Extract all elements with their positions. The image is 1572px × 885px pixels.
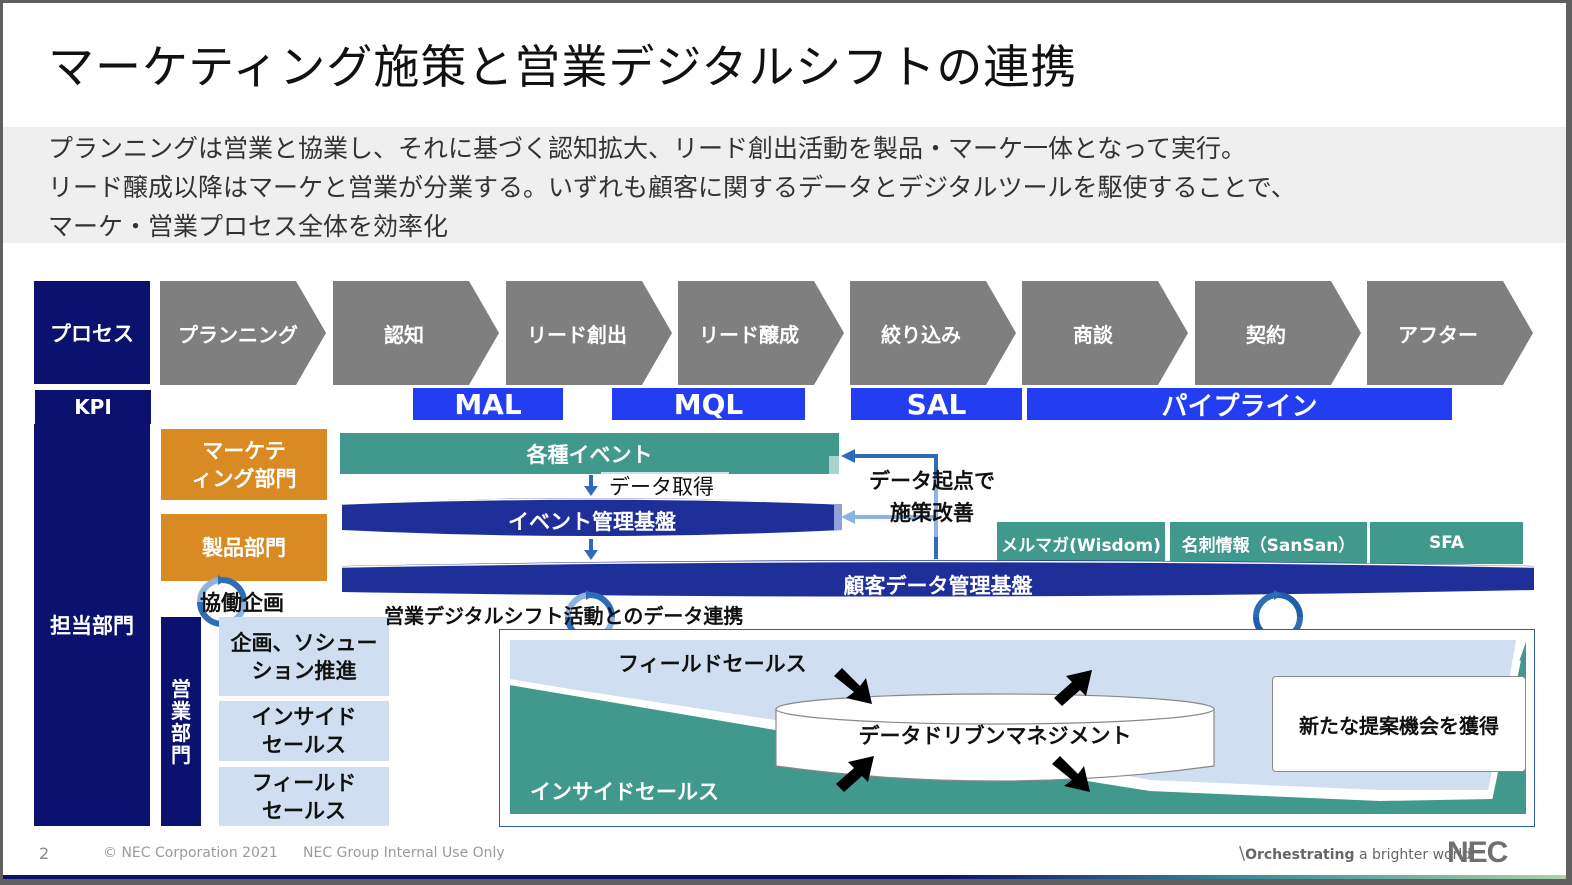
slide-title: マーケティング施策と営業デジタルシフトの連携 [48, 40, 1078, 94]
kpi-mql: MQL [612, 388, 805, 421]
collab-planning-label: 協働企画 [200, 591, 284, 615]
copyright: © NEC Corporation 2021 [103, 845, 278, 861]
chevron-shape [1195, 281, 1361, 385]
dept-marketing: マーケテ ィング部門 [161, 429, 327, 500]
process-step-3: リード創出 [506, 281, 672, 385]
events-bar-edge [829, 456, 839, 474]
process-step-label: プランニング [178, 322, 298, 347]
process-step-label: リード醸成 [699, 322, 799, 347]
process-step-6: 商談 [1022, 281, 1188, 385]
process-step-5: 絞り込み [850, 281, 1016, 385]
feedback-label: データ起点で 施策改善 [869, 465, 995, 527]
sales-team-line: ション推進 [251, 658, 357, 683]
event-platform-disc [341, 498, 843, 536]
dept-sales-char: 門 [171, 742, 191, 767]
tool-business-cards: 名刺情報（SanSan） [1170, 522, 1367, 564]
tagline-bold: Orchestrating [1245, 847, 1355, 863]
process-step-label: リード創出 [527, 322, 627, 347]
dept-sales: 営 業 部 門 [161, 617, 201, 826]
events-bar: 各種イベント [340, 433, 839, 474]
process-step-label: 商談 [1073, 322, 1113, 347]
data-acquire-box [601, 472, 729, 499]
data-acquire-label: データ取得 [609, 475, 714, 499]
sales-panel: フィールドセールス インサイドセールス データドリブンマネジメント 新たな提案機… [499, 629, 1535, 827]
down-arrow-icon [584, 475, 598, 496]
page-number: 2 [39, 844, 50, 863]
sales-team-line: セールス [262, 798, 346, 823]
sales-data-link-label: 営業デジタルシフト活動とのデータ連携 [384, 604, 744, 628]
process-step-label: 絞り込み [881, 322, 961, 347]
new-opportunity-box: 新たな提案機会を獲得 [1272, 676, 1526, 772]
process-step-8: アフター [1367, 281, 1533, 385]
feedback-label-line2: 施策改善 [890, 501, 974, 525]
arrow-in-icon [834, 668, 872, 704]
customer-platform-disc [341, 560, 1535, 597]
chevron-shape [506, 281, 672, 385]
sales-team-line: インサイド [251, 705, 357, 729]
chevron-shape [1367, 281, 1533, 385]
process-step-label: 契約 [1246, 322, 1286, 347]
lead-line: リード醸成以降はマーケと営業が分業する。いずれも顧客に関するデータとデジタルツー… [48, 173, 1296, 202]
lead-line: マーケ・営業プロセス全体を効率化 [48, 212, 449, 241]
chevron-shape [1022, 281, 1188, 385]
arrow-out-icon [1054, 670, 1092, 706]
dept-product: 製品部門 [161, 514, 327, 581]
customer-platform-label: 顧客データ管理基盤 [843, 574, 1033, 598]
tagline: \Orchestrating a brighter world [1239, 843, 1472, 864]
feedback-label-line1: データ起点で [869, 469, 995, 493]
tool-newsletter: メルマガ(Wisdom) [997, 522, 1165, 564]
sales-team-line: 企画、ソシュー [230, 630, 378, 655]
process-step-4: リード醸成 [678, 281, 844, 385]
process-step-1: プランニング [160, 281, 326, 385]
inside-sales-label: インサイドセールス [530, 780, 719, 804]
lead-text-band: プランニングは営業と協業し、それに基づく認知拡大、リード創出活動を製品・マーケ一… [3, 127, 1566, 243]
dept-sales-char: 業 [171, 698, 191, 723]
dept-marketing-line2: ィング部門 [191, 466, 297, 491]
data-driven-label: データドリブンマネジメント [858, 724, 1132, 748]
tool-sfa: SFA [1370, 522, 1523, 564]
process-step-label: 認知 [384, 322, 424, 347]
dept-marketing-line1: マーケテ [202, 438, 286, 463]
data-driven-cylinder [775, 693, 1215, 782]
sales-team-inside: インサイド セールス [219, 701, 389, 761]
dept-sales-char: 営 [171, 676, 191, 701]
process-row-header: プロセス [34, 281, 150, 384]
process-step-7: 契約 [1195, 281, 1361, 385]
kpi-sal: SAL [851, 388, 1022, 421]
lead-line: プランニングは営業と協業し、それに基づく認知拡大、リード創出活動を製品・マーケ一… [48, 134, 1247, 163]
field-sales-label: フィールドセールス [618, 652, 807, 676]
sales-team-planning: 企画、ソシュー ション推進 [219, 617, 389, 696]
process-step-label: アフター [1398, 322, 1478, 347]
nec-logo: NEC [1447, 836, 1508, 869]
dept-sales-char: 部 [171, 720, 191, 745]
chevron-shape [850, 281, 1016, 385]
sales-team-line: フィールド [251, 770, 357, 795]
classification: NEC Group Internal Use Only [303, 845, 505, 861]
footer-accent-bar [3, 875, 1566, 879]
chevron-shape [160, 281, 326, 385]
arrow-out-icon [1052, 756, 1090, 792]
slide: マーケティング施策と営業デジタルシフトの連携 プランニングは営業と協業し、それに… [3, 3, 1566, 879]
down-arrow-icon [584, 539, 598, 560]
chevron-shape [333, 281, 499, 385]
department-row-header: 担当部門 [34, 424, 150, 826]
kpi-mal: MAL [413, 388, 563, 421]
arrow-in-icon [836, 756, 874, 792]
event-platform-label: イベント管理基盤 [508, 510, 676, 534]
kpi-pipeline: パイプライン [1027, 388, 1452, 422]
sales-team-line: セールス [262, 733, 346, 757]
sales-team-field: フィールド セールス [219, 767, 389, 826]
tagline-rest: a brighter world [1354, 847, 1472, 863]
feedback-loop-arrows [841, 449, 938, 559]
kpi-row-header: KPI [35, 390, 151, 424]
process-step-2: 認知 [333, 281, 499, 385]
chevron-shape [678, 281, 844, 385]
